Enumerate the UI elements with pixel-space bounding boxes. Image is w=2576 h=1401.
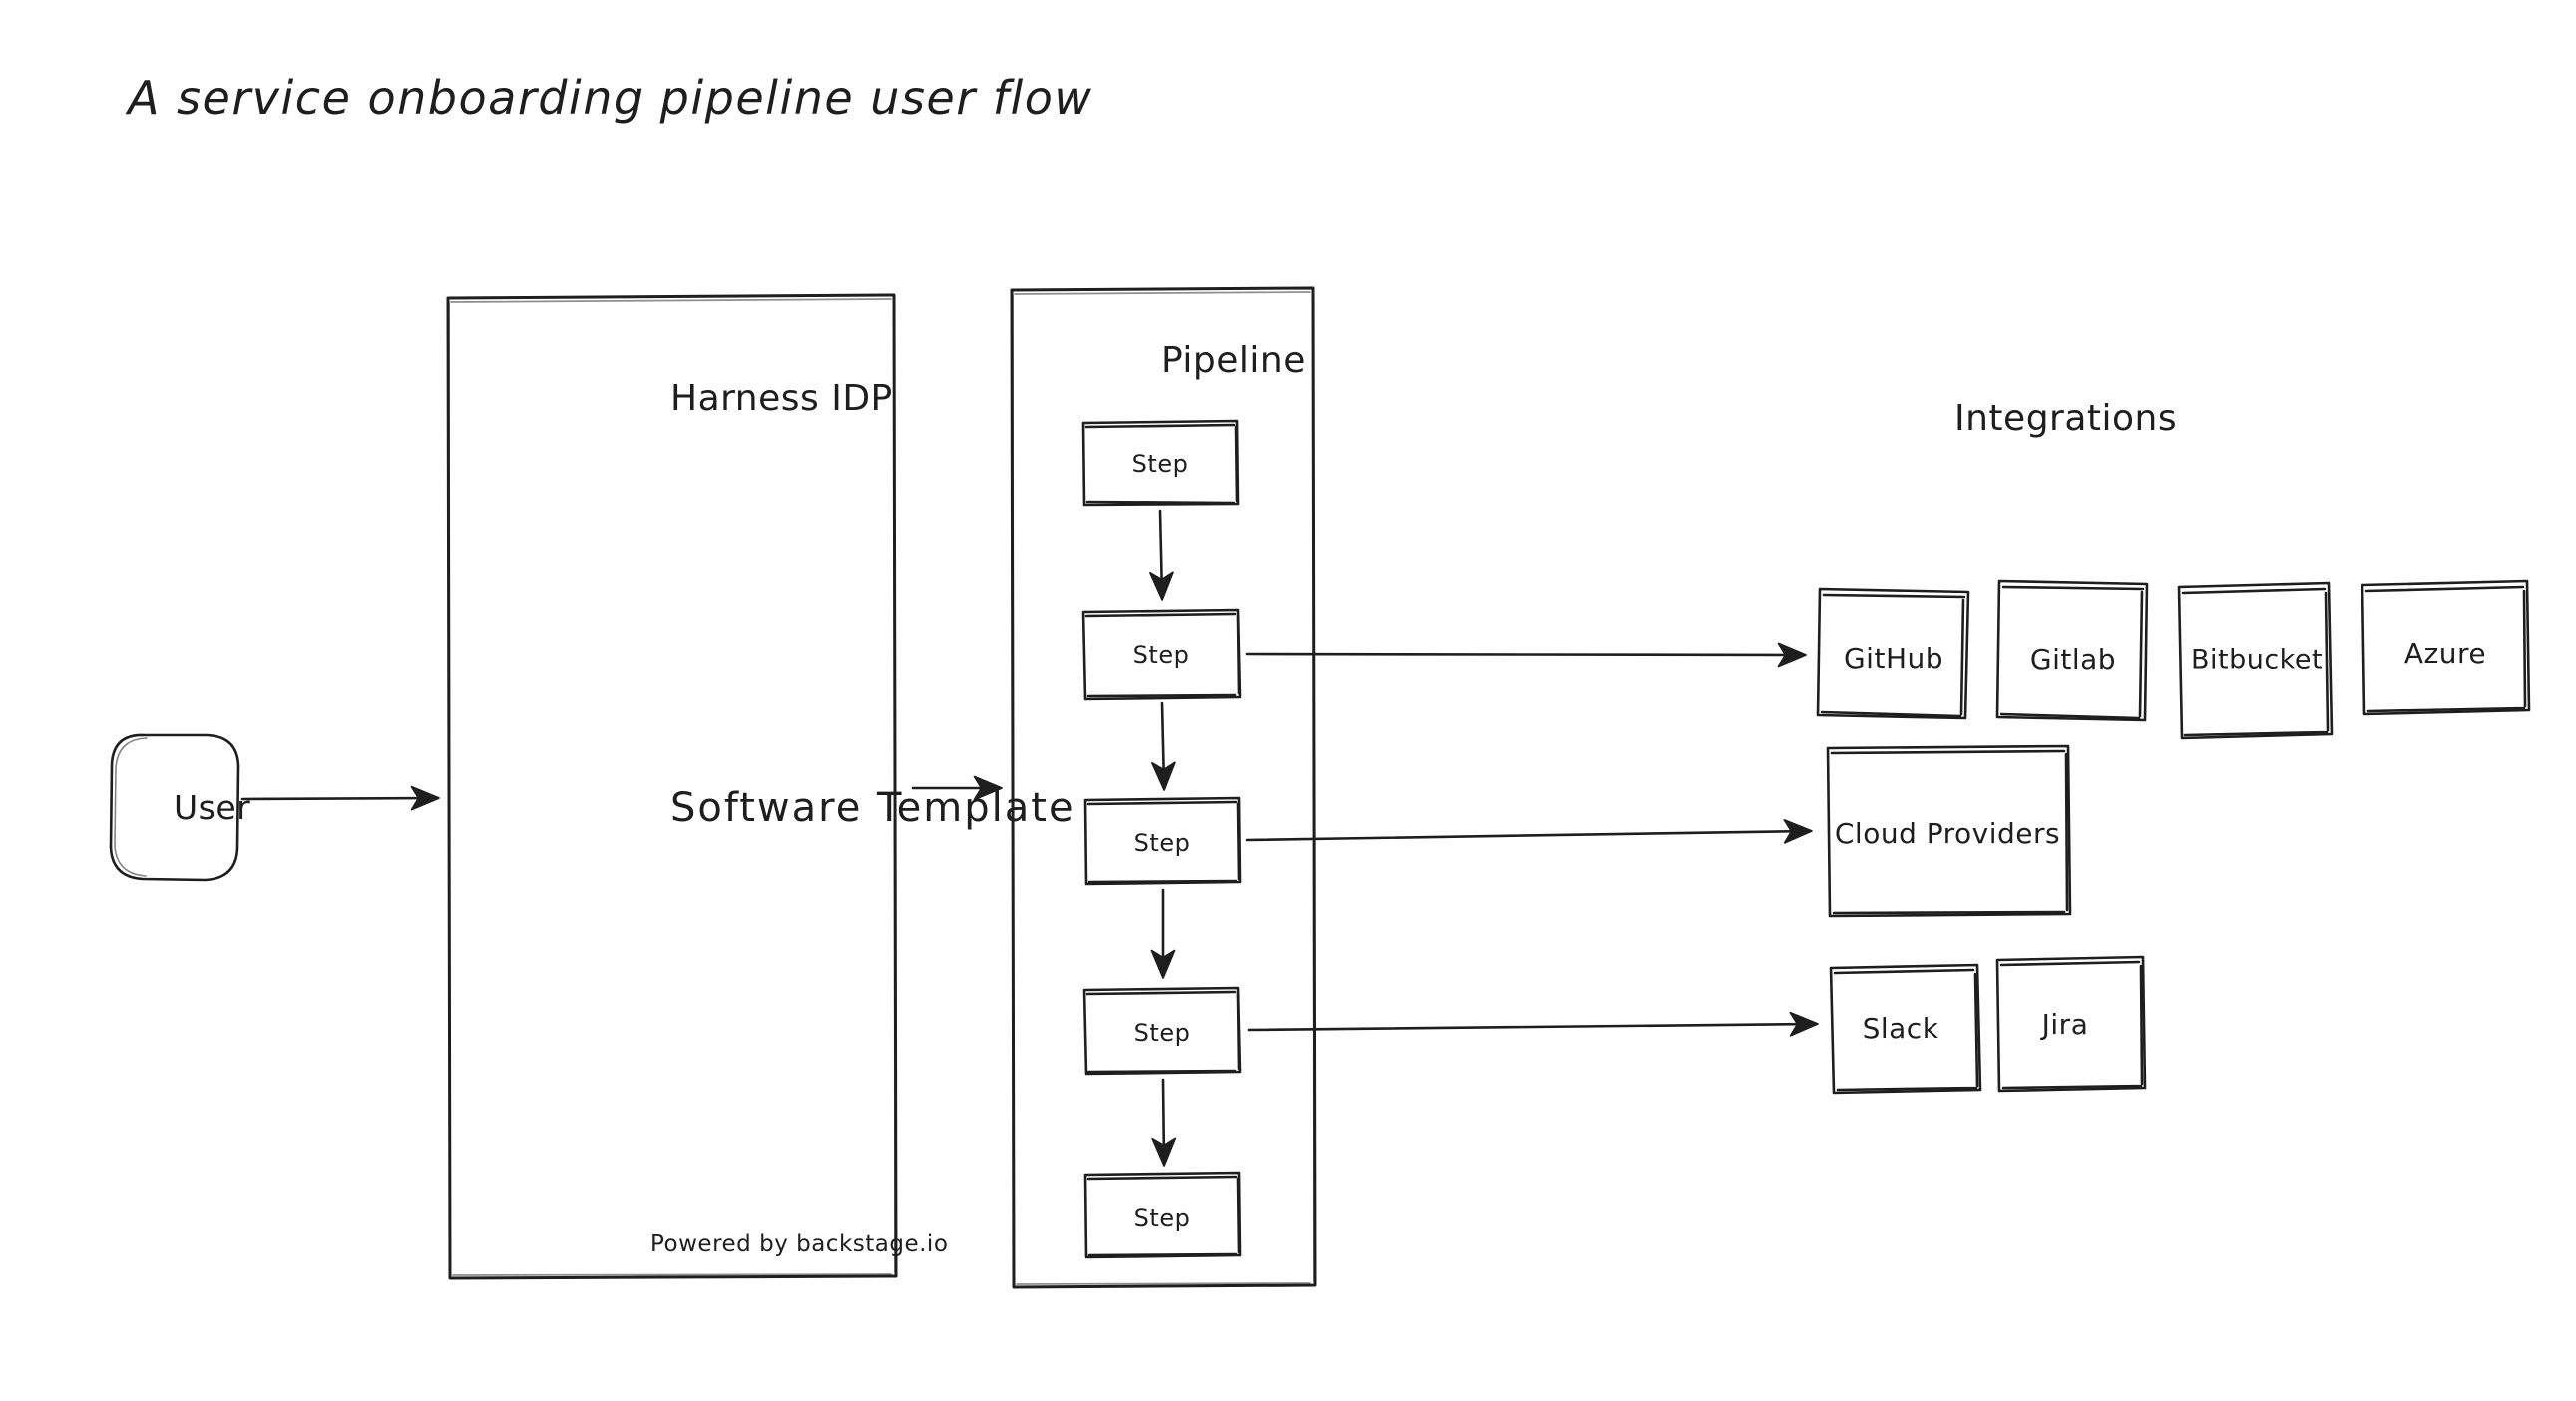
pipeline-step-shapes: [1081, 419, 1242, 1259]
arrow-step3-to-cloud: [1245, 819, 1813, 844]
pipeline-step-4-label[interactable]: Step: [1133, 1019, 1191, 1047]
pipeline-step-3-label[interactable]: Step: [1133, 829, 1191, 857]
integration-gitlab-label[interactable]: Gitlab: [2029, 643, 2117, 676]
user-node-shape: [109, 733, 240, 882]
powered-by-backstage-label: Powered by backstage.io: [650, 1231, 949, 1257]
arrow-step4-to-collab: [1247, 1011, 1819, 1037]
integrations-title: Integrations: [1954, 398, 2178, 439]
page-title: A service onboarding pipeline user flow: [128, 71, 1093, 125]
pipeline-step-2-label[interactable]: Step: [1132, 641, 1190, 669]
arrow-step4-step5: [1151, 1078, 1177, 1167]
pipeline-title: Pipeline: [1161, 340, 1306, 381]
user-node-label[interactable]: User: [174, 788, 251, 827]
integration-github-label[interactable]: GitHub: [1843, 642, 1944, 675]
integration-box-shapes: [1816, 579, 2531, 740]
pipeline-step-5-label[interactable]: Step: [1133, 1204, 1191, 1232]
software-template-label[interactable]: Software Template: [670, 785, 1075, 831]
harness-idp-title: Harness IDP: [670, 378, 893, 419]
integration-bitbucket-label[interactable]: Bitbucket: [2190, 644, 2324, 676]
cloud-providers-shape: [1826, 744, 2072, 918]
arrow-user-to-harness: [240, 785, 440, 811]
integration-cloud-providers-label[interactable]: Cloud Providers: [1834, 817, 2061, 850]
arrow-step2-step3: [1151, 701, 1176, 791]
collab-box-shapes: [1829, 955, 2147, 1095]
pipeline-shape: [1010, 286, 1317, 1289]
arrow-step1-step2: [1149, 509, 1174, 601]
pipeline-step-1-label[interactable]: Step: [1131, 450, 1189, 478]
arrow-step2-to-scm: [1245, 642, 1807, 668]
harness-idp-shape: [446, 293, 898, 1280]
integration-slack-label[interactable]: Slack: [1862, 1012, 1939, 1045]
integration-jira-label[interactable]: Jira: [2041, 1008, 2089, 1041]
integration-azure-label[interactable]: Azure: [2403, 637, 2487, 670]
